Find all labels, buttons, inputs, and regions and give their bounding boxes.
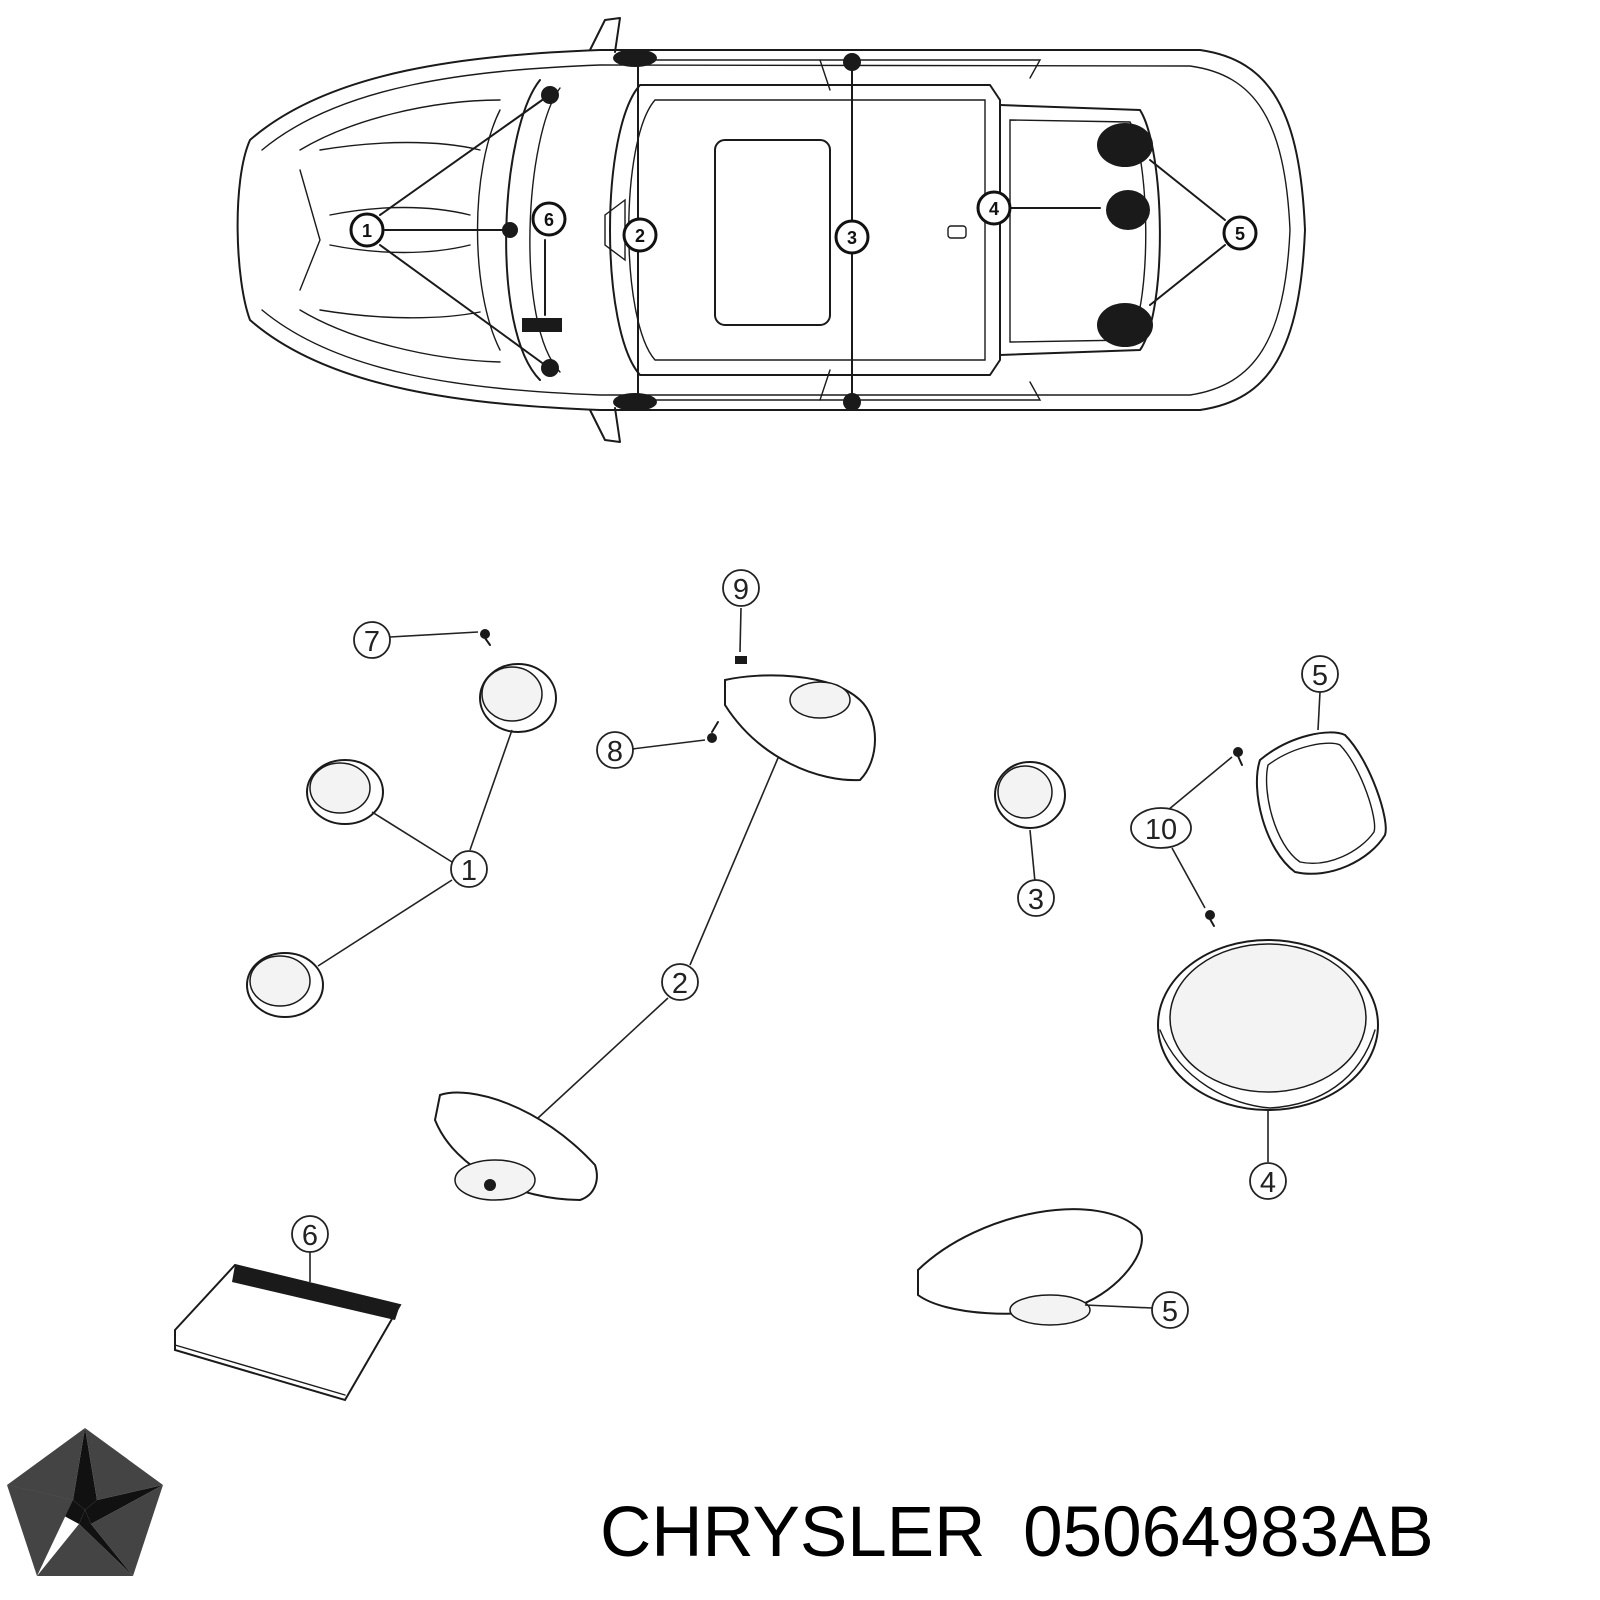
oval-speaker-upper bbox=[724, 674, 876, 782]
svg-text:5: 5 bbox=[1162, 1296, 1178, 1328]
part-callout-5-lower: 5 bbox=[1151, 1291, 1189, 1329]
svg-text:4: 4 bbox=[1260, 1167, 1276, 1199]
svg-text:10: 10 bbox=[1145, 814, 1177, 846]
brand-name: CHRYSLER bbox=[600, 1493, 986, 1572]
screw-7 bbox=[480, 629, 491, 646]
brand-part-label: CHRYSLER 05064983AB bbox=[600, 1492, 1434, 1573]
part-callout-9: 9 bbox=[722, 569, 760, 607]
part-callout-1: 1 bbox=[450, 850, 488, 888]
part-callout-3: 3 bbox=[1017, 879, 1055, 917]
oval-speaker-lower bbox=[433, 1091, 598, 1202]
svg-text:2: 2 bbox=[635, 226, 645, 246]
part-callout-5-upper: 5 bbox=[1301, 655, 1339, 693]
svg-text:2: 2 bbox=[672, 968, 688, 1000]
svg-text:1: 1 bbox=[461, 855, 477, 887]
screw-10-lower bbox=[1205, 910, 1215, 927]
speaker-bracket-5 bbox=[1256, 731, 1387, 875]
screw-8 bbox=[707, 721, 719, 743]
midrange-speaker-3 bbox=[994, 761, 1066, 829]
subwoofer-speaker-4 bbox=[1157, 939, 1379, 1111]
amplifier-6 bbox=[174, 1263, 402, 1402]
part-callout-2: 2 bbox=[661, 963, 699, 1001]
part-callout-8: 8 bbox=[596, 731, 634, 769]
part-callout-6: 6 bbox=[291, 1215, 329, 1253]
car-callout-2: 2 bbox=[622, 217, 658, 253]
svg-text:4: 4 bbox=[989, 199, 999, 219]
svg-text:7: 7 bbox=[364, 626, 380, 658]
tweeter-speaker-middle bbox=[306, 759, 384, 825]
svg-text:5: 5 bbox=[1235, 224, 1245, 244]
car-callout-3: 3 bbox=[834, 219, 870, 255]
car-callout-4: 4 bbox=[976, 190, 1012, 226]
part-callout-10: 10 bbox=[1130, 807, 1192, 849]
car-top-view bbox=[236, 17, 1306, 443]
screw-10-upper bbox=[1233, 747, 1243, 766]
svg-text:6: 6 bbox=[544, 210, 554, 230]
part-callout-4: 4 bbox=[1249, 1162, 1287, 1200]
tweeter-speaker-lower bbox=[246, 952, 324, 1018]
car-callout-6: 6 bbox=[531, 201, 567, 237]
part-number: 05064983AB bbox=[1023, 1493, 1434, 1572]
svg-text:6: 6 bbox=[302, 1220, 318, 1252]
tweeter-speaker-upper bbox=[479, 663, 557, 733]
part-callout-7: 7 bbox=[353, 621, 391, 659]
svg-text:8: 8 bbox=[607, 736, 623, 768]
svg-text:5: 5 bbox=[1312, 660, 1328, 692]
car-callout-5: 5 bbox=[1222, 215, 1258, 251]
svg-text:9: 9 bbox=[733, 574, 749, 606]
car-callout-1: 1 bbox=[349, 212, 385, 248]
svg-text:1: 1 bbox=[362, 221, 372, 241]
clip-9 bbox=[735, 656, 747, 664]
chrysler-pentastar-logo bbox=[7, 1428, 163, 1576]
part-leader-lines bbox=[309, 607, 1321, 1309]
oval-speaker-5-lower bbox=[917, 1208, 1143, 1326]
svg-text:3: 3 bbox=[1028, 884, 1044, 916]
svg-text:3: 3 bbox=[847, 228, 857, 248]
